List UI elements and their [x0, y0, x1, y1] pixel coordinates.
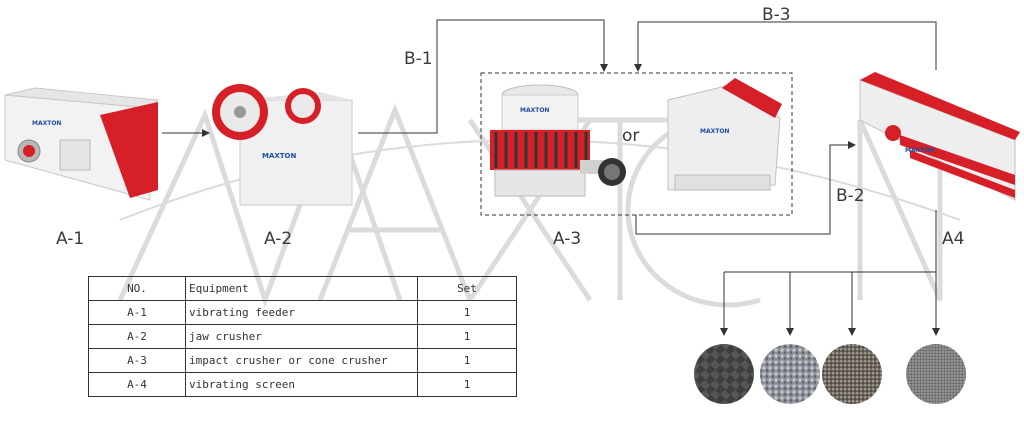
header-set: Set [417, 276, 517, 301]
secondary-crusher-box [480, 72, 793, 216]
feeder-logo: MAXTON [32, 120, 61, 127]
output-fine-stone [906, 344, 966, 404]
header-no: NO. [88, 276, 186, 301]
impact-crusher-image: MAXTON [667, 78, 782, 191]
cell-set: 1 [417, 372, 517, 397]
output-large-stone [694, 344, 754, 404]
cell-equipment: vibrating screen [185, 372, 418, 397]
vibrating-feeder-image: MAXTON [4, 87, 160, 201]
table-row: A-3 impact crusher or cone crusher 1 [88, 348, 517, 373]
table-header-row: NO. Equipment Set [88, 276, 517, 301]
cone-crusher-image: MAXTON [490, 84, 626, 197]
table-row: A-1 vibrating feeder 1 [88, 300, 517, 325]
stage-label-a3: A-3 [553, 229, 582, 249]
cell-equipment: impact crusher or cone crusher [185, 348, 418, 373]
cell-no: A-1 [88, 300, 186, 325]
cell-set: 1 [417, 348, 517, 373]
cone-logo: MAXTON [520, 107, 549, 114]
cell-no: A-4 [88, 372, 186, 397]
output-distribution-lines [720, 210, 940, 336]
impact-logo: MAXTON [700, 128, 729, 135]
output-medium-stone [760, 344, 820, 404]
table-row: A-4 vibrating screen 1 [88, 372, 517, 397]
or-label: or [622, 126, 640, 146]
flow-line-b2 [635, 141, 856, 235]
jaw-logo: MAXTON [262, 152, 297, 160]
header-equipment: Equipment [185, 276, 418, 301]
vibrating-screen-image: MAXTON [859, 72, 1020, 201]
equipment-table: NO. Equipment Set A-1 vibrating feeder 1… [88, 276, 517, 397]
cell-no: A-3 [88, 348, 186, 373]
stage-label-a4: A4 [942, 229, 965, 249]
flow-label-b3: B-3 [762, 5, 791, 25]
cell-equipment: vibrating feeder [185, 300, 418, 325]
flow-label-b2: B-2 [836, 186, 865, 206]
brand-watermark [117, 102, 961, 308]
flow-line-b1 [358, 19, 608, 134]
flow-line-b3 [634, 21, 937, 72]
cell-no: A-2 [88, 324, 186, 349]
stage-label-a2: A-2 [264, 229, 293, 249]
cell-equipment: jaw crusher [185, 324, 418, 349]
output-small-stone [822, 344, 882, 404]
screen-logo: MAXTON [905, 147, 934, 154]
jaw-crusher-image: MAXTON [212, 84, 353, 206]
cell-set: 1 [417, 324, 517, 349]
stage-label-a1: A-1 [56, 229, 85, 249]
cell-set: 1 [417, 300, 517, 325]
flow-label-b1: B-1 [404, 49, 433, 69]
table-row: A-2 jaw crusher 1 [88, 324, 517, 349]
